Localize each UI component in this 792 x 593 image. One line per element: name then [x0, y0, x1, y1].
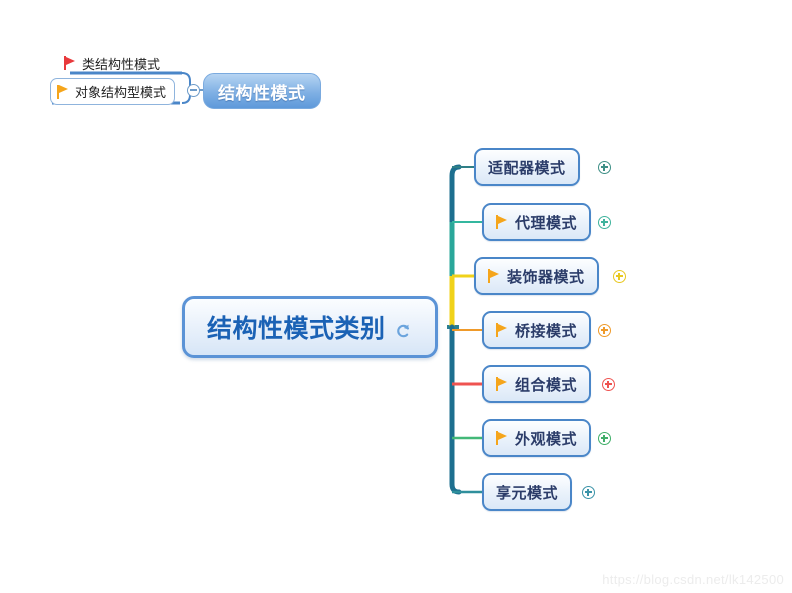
orange-flag-icon [488, 269, 501, 283]
sibling-item-label: 类结构性模式 [82, 56, 161, 72]
orange-flag-icon [496, 377, 509, 391]
expand-toggle-bridge[interactable] [598, 324, 611, 337]
trunk-upper [449, 164, 462, 321]
expand-toggle-decorator[interactable] [613, 270, 626, 283]
expand-toggle-flyweight[interactable] [582, 486, 595, 499]
branch-node-bridge[interactable]: 桥接模式 [482, 311, 592, 349]
expand-toggle-composite[interactable] [602, 378, 615, 391]
branch-node-label: 桥接模式 [515, 322, 578, 340]
node-label: 结构性模式 [218, 83, 306, 103]
trunk-lower [449, 324, 462, 495]
branch-node-label: 装饰器模式 [507, 268, 585, 286]
branch-node-flyweight[interactable]: 享元模式 [482, 473, 573, 511]
sibling-item-class-structural[interactable]: 类结构性模式 [62, 52, 162, 74]
collapse-toggle-structural-pattern[interactable] [187, 84, 200, 97]
branch-node-label: 享元模式 [496, 484, 559, 502]
expand-toggle-proxy[interactable] [598, 216, 611, 229]
sibling-item-label: 对象结构型模式 [75, 85, 167, 100]
red-flag-icon [64, 56, 77, 70]
root-node-label: 结构性模式类别 [207, 315, 386, 343]
branch-node-proxy[interactable]: 代理模式 [482, 203, 592, 241]
orange-flag-icon [57, 84, 70, 99]
orange-flag-icon [496, 323, 509, 337]
branch-node-label: 代理模式 [515, 214, 578, 232]
orange-flag-icon [496, 215, 509, 229]
sibling-item-object-structural[interactable]: 对象结构型模式 [50, 78, 176, 105]
branch-node-label: 组合模式 [515, 376, 578, 394]
branch-node-label: 适配器模式 [488, 159, 566, 177]
orange-flag-icon [496, 431, 509, 445]
expand-toggle-adapter[interactable] [598, 161, 611, 174]
expand-toggle-facade[interactable] [598, 432, 611, 445]
branch-node-composite[interactable]: 组合模式 [482, 365, 592, 403]
branch-node-label: 外观模式 [515, 430, 578, 448]
root-node-structural-pattern-category[interactable]: 结构性模式类别 [182, 296, 438, 358]
branch-node-decorator[interactable]: 装饰器模式 [474, 257, 599, 295]
node-structural-pattern-pill[interactable]: 结构性模式 [203, 73, 321, 109]
branch-node-facade[interactable]: 外观模式 [482, 419, 592, 457]
watermark-text: https://blog.csdn.net/lk142500 [602, 572, 784, 587]
branch-node-adapter[interactable]: 适配器模式 [474, 148, 580, 186]
refresh-swirl-icon [395, 318, 413, 338]
